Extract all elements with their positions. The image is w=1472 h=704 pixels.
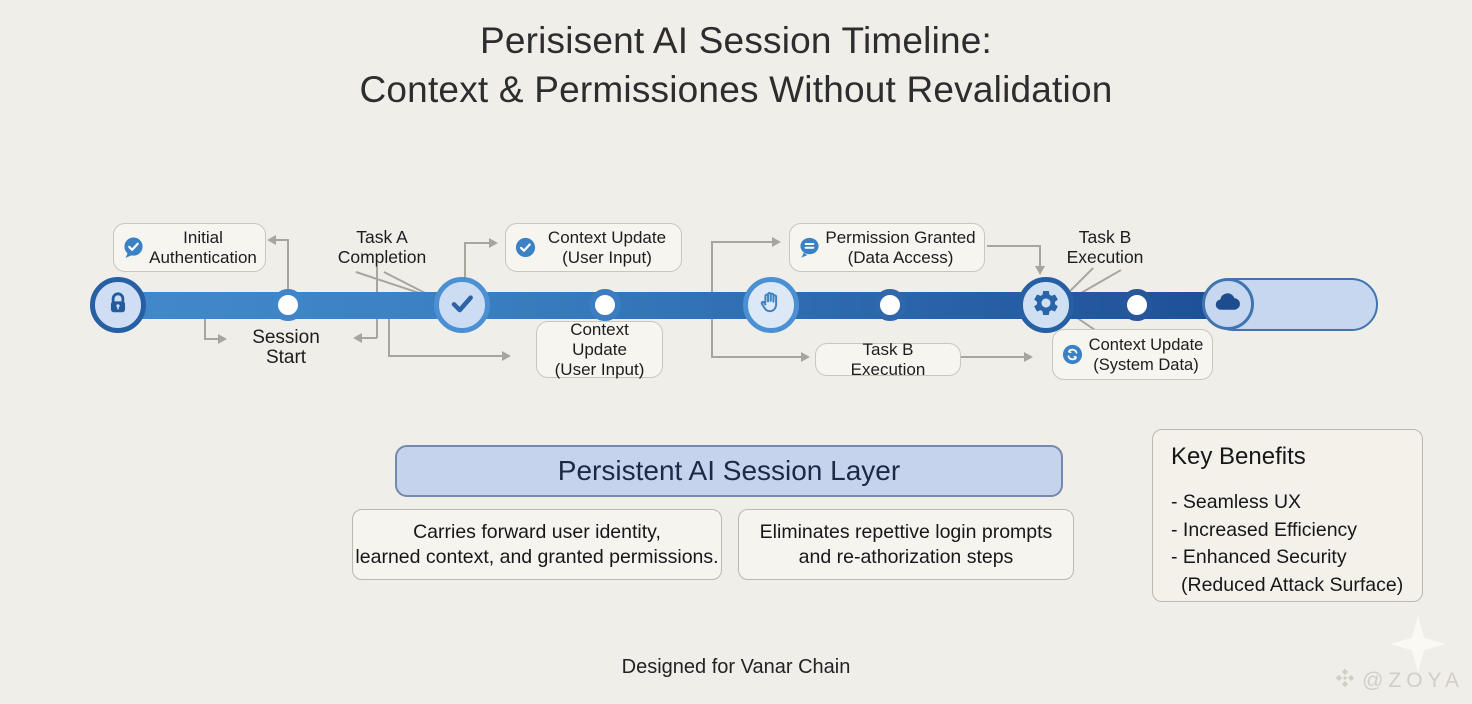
callout-task-b-execution: Task B Execution xyxy=(815,340,961,379)
milestone-initial-auth xyxy=(90,277,146,333)
chat-lines-icon xyxy=(798,236,821,259)
hand-icon xyxy=(757,289,785,322)
milestone-task-a xyxy=(434,277,490,333)
cloud-icon xyxy=(1213,287,1243,322)
connector-line xyxy=(1039,245,1041,267)
callout-label: Task B Execution xyxy=(850,339,926,379)
callout-label: Context Update(User Input) xyxy=(554,319,645,379)
persistent-session-layer-box: Persistent AI Session Layer xyxy=(395,445,1063,497)
benefit-item: - Enhanced Security xyxy=(1171,546,1347,568)
layer-label: Persistent AI Session Layer xyxy=(557,455,901,486)
connector-arrow xyxy=(489,238,498,248)
connector-line xyxy=(464,242,466,282)
watermark-handle: @ZOYA xyxy=(1362,669,1464,692)
title-line-2: Context & Permissiones Without Revalidat… xyxy=(359,69,1113,110)
timeline-node xyxy=(1121,289,1153,321)
callout-context-update-user-lower: Context Update(User Input) xyxy=(536,319,663,379)
sync-icon xyxy=(1061,343,1084,366)
callout-context-update-user-upper: Context Update(User Input) xyxy=(505,223,682,272)
footer-credit: Designed for Vanar Chain xyxy=(621,656,851,678)
connector-line xyxy=(388,316,390,356)
connector-line xyxy=(204,310,206,339)
milestone-permission xyxy=(743,277,799,333)
check-icon xyxy=(446,287,478,324)
benefit-item: - Seamless UX xyxy=(1171,491,1302,513)
description-text: Carries forward user identity,learned co… xyxy=(355,520,719,568)
connector-line xyxy=(204,338,219,340)
connector-line xyxy=(276,239,289,241)
timeline-node xyxy=(874,289,906,321)
connector-line xyxy=(464,242,490,244)
key-benefits-box: Key Benefits - Seamless UX - Increased E… xyxy=(1152,429,1423,602)
connector-line xyxy=(961,356,1025,358)
timeline-node xyxy=(272,289,304,321)
lock-icon xyxy=(105,290,131,321)
connector-arrow xyxy=(502,351,511,361)
callout-label: Permission Granted(Data Access) xyxy=(825,227,976,267)
connector-arrow xyxy=(1035,266,1045,275)
gear-icon xyxy=(1031,288,1061,323)
page-title: Perisisent AI Session Timeline: Context … xyxy=(0,16,1472,114)
chat-check-icon xyxy=(122,236,145,259)
connector-arrow xyxy=(1024,352,1033,362)
binance-diamond-icon xyxy=(1333,666,1357,696)
connector-line xyxy=(711,356,803,358)
key-benefits-title: Key Benefits xyxy=(1171,443,1306,470)
callout-context-update-system: Context Update(System Data) xyxy=(1052,329,1213,380)
connector-arrow xyxy=(353,333,362,343)
callout-permission-granted: Permission Granted(Data Access) xyxy=(789,223,985,272)
watermark: @ZOYA xyxy=(1333,666,1464,696)
milestone-cloud xyxy=(1202,278,1254,330)
connector-arrow xyxy=(772,237,781,247)
connector-line xyxy=(987,245,1040,247)
benefit-item: - Increased Efficiency xyxy=(1171,518,1358,541)
callout-label: Context Update(User Input) xyxy=(547,227,667,267)
connector-arrow xyxy=(267,235,276,245)
connector-arrow xyxy=(218,334,227,344)
label-session-start: Session Start xyxy=(252,327,320,368)
connector-line xyxy=(287,240,289,292)
connector-line xyxy=(362,337,377,339)
sparkle-icon xyxy=(1390,616,1446,677)
benefit-item: (Reduced Attack Surface) xyxy=(1181,573,1404,596)
connector-arrow xyxy=(801,352,810,362)
title-line-1: Perisisent AI Session Timeline: xyxy=(479,20,993,61)
circle-check-icon xyxy=(514,236,537,259)
connector-line xyxy=(388,355,503,357)
milestone-task-b xyxy=(1018,277,1074,333)
connector-line xyxy=(711,241,773,243)
callout-label: Context Update(System Data) xyxy=(1088,335,1204,374)
description-box-left: Carries forward user identity,learned co… xyxy=(352,509,722,580)
timeline-node xyxy=(589,289,621,321)
